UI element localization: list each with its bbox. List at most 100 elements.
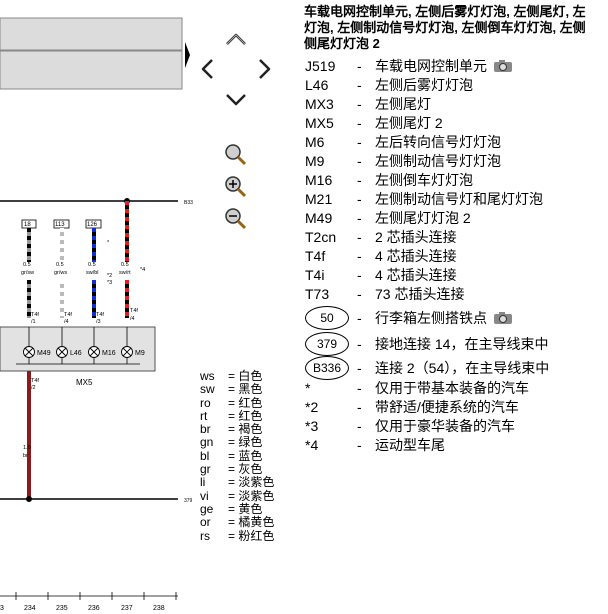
legend-dash: - xyxy=(357,114,362,131)
camera-icon[interactable] xyxy=(493,311,513,325)
color-key-row: ge= 黄色 xyxy=(200,501,274,516)
note-row: *3-仅用于豪华装备的汽车 xyxy=(305,416,515,435)
note-star-2: *2 xyxy=(107,273,112,279)
wire-4-size: 0.5 xyxy=(121,262,129,268)
camera-icon[interactable] xyxy=(493,59,513,73)
ground-point-row: B336-连接 2（54），在主导线束中 xyxy=(305,356,549,380)
note-code: * xyxy=(305,379,311,396)
legend-dash: - xyxy=(357,360,362,376)
legend-code: T4f xyxy=(305,247,326,264)
wire-2-size: 0.5 xyxy=(56,262,64,268)
legend-dash: - xyxy=(357,152,362,169)
ground-point-desc: 连接 2（54），在主导线束中 xyxy=(375,360,550,376)
legend-desc: 车载电网控制单元 xyxy=(375,57,487,74)
color-key-row: vi= 淡紫色 xyxy=(200,488,275,503)
ground-point-row: 379-接地连接 14，在主导线束中 xyxy=(305,332,548,356)
lamp-l46-label: L46 xyxy=(70,350,82,357)
legend-code: M9 xyxy=(305,152,325,169)
pan-up-icon[interactable] xyxy=(226,33,246,45)
legend-row: T4f-4 芯插头连接 xyxy=(305,246,457,265)
color-name: = 粉红色 xyxy=(228,528,275,543)
color-abbrev: ro xyxy=(200,395,211,410)
legend-dash: - xyxy=(357,57,362,74)
legend-code: L46 xyxy=(305,76,329,93)
scale-label-2: 234 xyxy=(24,605,36,612)
lamp-m9-icon xyxy=(121,346,133,358)
zoom-in-icon[interactable] xyxy=(225,176,247,198)
legend-dash: - xyxy=(357,310,362,326)
note-row: *2-带舒适/便捷系统的汽车 xyxy=(305,397,519,416)
legend-dash: - xyxy=(357,398,362,415)
color-name: = 绿色 xyxy=(228,435,263,450)
ground-junction-dot xyxy=(26,496,32,502)
scale-label-1: 3 xyxy=(0,605,4,612)
color-key-row: sw = 黑色 xyxy=(200,382,274,397)
legend-desc: 左侧后雾灯灯泡 xyxy=(375,76,473,93)
legend-dash: - xyxy=(357,228,362,245)
color-name: = 灰色 xyxy=(228,462,263,477)
wire-color-key: ws= 白色 sw= 黑色 ro= 红色 rt= 红色 br= 褐色 gn= 绿… xyxy=(200,369,275,543)
conn-1-pin: /1 xyxy=(31,319,36,325)
pan-right-icon[interactable] xyxy=(259,59,271,79)
bus-bottom-label: 379 xyxy=(184,498,193,504)
color-name: = 红色 xyxy=(228,395,263,410)
zoom-fit-icon[interactable] xyxy=(225,144,247,166)
title-line-1: 车载电网控制单元, 左侧后雾灯灯泡, 左侧尾灯, 左 xyxy=(304,4,586,19)
note-star-4: *4 xyxy=(140,267,145,273)
color-name: = 黑色 xyxy=(228,382,263,397)
color-key-row: br= 褐色 xyxy=(200,422,274,437)
color-name: = 褐色 xyxy=(228,422,263,437)
wire-2-color: gr/ws xyxy=(54,270,67,276)
legend-row: M21-左侧制动信号灯和尾灯灯泡 xyxy=(305,189,543,208)
zoom-out-icon[interactable] xyxy=(225,208,247,230)
legend-dash: - xyxy=(357,209,362,226)
conn-4-name: T4f xyxy=(130,308,138,314)
legend-desc: 73 芯插头连接 xyxy=(375,285,465,302)
pan-left-icon[interactable] xyxy=(201,59,213,79)
header-panel-bottom xyxy=(0,50,183,90)
note-code: *4 xyxy=(305,436,319,453)
pan-down-icon[interactable] xyxy=(226,94,246,106)
note-row: * -仅用于带基本装备的汽车 xyxy=(305,378,529,397)
scale-label-5: 237 xyxy=(121,605,133,612)
legend-dash: - xyxy=(357,379,362,396)
page-title: 车载电网控制单元, 左侧后雾灯灯泡, 左侧尾灯, 左 灯泡, 左侧制动信号灯灯泡… xyxy=(304,4,608,52)
panel-toggle-arrow-icon[interactable] xyxy=(185,42,190,68)
note-desc: 仅用于带基本装备的汽车 xyxy=(375,379,529,396)
ground-point-symbol: 50 xyxy=(305,306,349,330)
legend-dash: - xyxy=(357,285,362,302)
conn-3-name: T4f xyxy=(96,312,104,318)
color-abbrev: rs xyxy=(200,528,210,543)
color-key-row: li= 淡紫色 xyxy=(200,475,274,490)
color-key-row: ro = 红色 xyxy=(200,395,274,410)
color-abbrev: rt xyxy=(200,408,208,423)
bus-top-label: B33 xyxy=(184,200,193,206)
legend-code: MX3 xyxy=(305,95,334,112)
legend-dash: - xyxy=(357,247,362,264)
color-abbrev: ge xyxy=(200,501,214,516)
fuse-label-3: 126 xyxy=(87,222,98,228)
lamp-m16-icon xyxy=(88,346,100,358)
color-name: = 橘黄色 xyxy=(228,515,275,530)
header-panel-top xyxy=(0,17,183,51)
legend-code: M49 xyxy=(305,209,333,226)
legend-dash: - xyxy=(357,436,362,453)
ground-point-row: 50-行李箱左侧搭铁点 xyxy=(305,306,513,330)
legend-desc: 左侧倒车灯灯泡 xyxy=(375,171,473,188)
ground-point-desc: 行李箱左侧搭铁点 xyxy=(375,310,487,326)
scale-label-6: 238 xyxy=(153,605,165,612)
legend-row: M16-左侧倒车灯灯泡 xyxy=(305,170,473,189)
color-abbrev: sw xyxy=(200,382,215,397)
assembly-label: MX5 xyxy=(76,378,93,387)
legend-row: M9-左侧制动信号灯灯泡 xyxy=(305,151,501,170)
legend-desc: 2 芯插头连接 xyxy=(375,228,457,245)
color-abbrev: li xyxy=(200,475,206,490)
legend-row: MX5-左侧尾灯 2 xyxy=(305,113,443,132)
color-key-row: gr= 灰色 xyxy=(200,462,274,477)
note-desc: 仅用于豪华装备的汽车 xyxy=(375,417,515,434)
legend-dash: - xyxy=(357,266,362,283)
color-name: = 淡紫色 xyxy=(228,488,275,503)
fuse-label-1: 18 xyxy=(24,222,31,228)
wire-4-color: sw/rt xyxy=(119,270,131,276)
legend-desc: 左侧尾灯 2 xyxy=(375,114,443,131)
